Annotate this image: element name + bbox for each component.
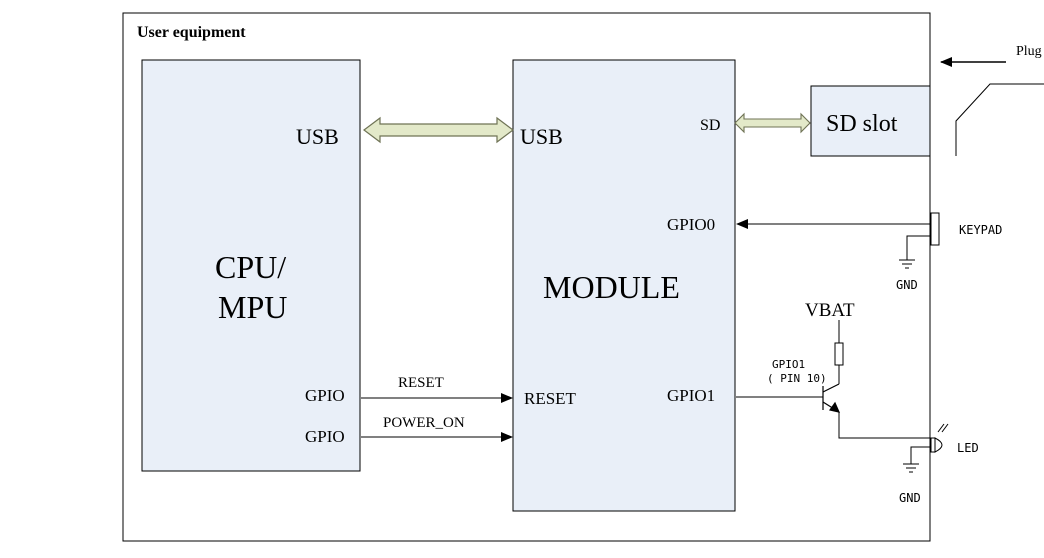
led-gnd-label: GND — [899, 491, 921, 505]
gpio1-pin-label-line2: ( PIN 10) — [767, 372, 827, 385]
cpu-mpu-block — [141, 59, 361, 472]
led-gnd-symbol — [903, 463, 919, 473]
vbat-label: VBAT — [805, 300, 855, 321]
power-on-signal-label: POWER_ON — [383, 415, 465, 431]
plug-into-note: Plug into — [1016, 44, 1044, 59]
cpu-gpio-reset-label: GPIO — [305, 386, 345, 405]
reset-signal-label: RESET — [398, 375, 444, 391]
keypad-switch — [930, 212, 940, 246]
vbat-resistor — [834, 342, 844, 366]
user-equipment-title: User equipment — [137, 24, 246, 41]
external-card-outline — [955, 83, 1044, 156]
keypad-gnd-label: GND — [896, 278, 918, 292]
cpu-title-line1: CPU/ — [215, 249, 286, 285]
led-icon — [930, 423, 949, 453]
led-label: LED — [957, 441, 979, 455]
keypad-gnd-symbol — [899, 259, 915, 269]
keypad-gnd-wire — [906, 235, 931, 260]
emitter-to-led-wire — [838, 412, 931, 439]
module-gpio0-label: GPIO0 — [667, 215, 715, 234]
module-sd-label: SD — [700, 117, 720, 134]
led-gnd-wire — [910, 446, 931, 464]
gpio1-pin-label-line1: GPIO1 — [772, 358, 805, 371]
cpu-title-line2: MPU — [218, 289, 287, 325]
module-usb-label: USB — [520, 124, 563, 149]
user-equipment-frame — [122, 12, 931, 542]
cpu-gpio-power-label: GPIO — [305, 427, 345, 446]
module-reset-label: RESET — [524, 389, 577, 408]
cpu-usb-label: USB — [296, 124, 339, 149]
module-title: MODULE — [543, 269, 680, 305]
module-block — [512, 59, 736, 512]
sd-double-arrow — [734, 112, 811, 134]
module-gpio1-label: GPIO1 — [667, 386, 715, 405]
keypad-label: KEYPAD — [959, 223, 1002, 237]
sd-slot-label: SD slot — [826, 111, 898, 137]
usb-double-arrow — [363, 116, 514, 144]
npn-transistor — [822, 383, 841, 413]
sd-slot-block — [810, 85, 931, 157]
